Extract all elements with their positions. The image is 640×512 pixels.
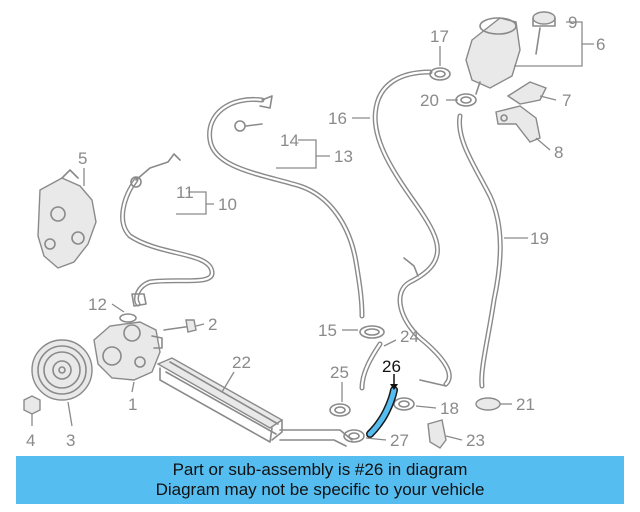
pressure-hose <box>120 153 215 307</box>
label-24: 24 <box>400 327 419 346</box>
pump-bracket <box>37 169 97 269</box>
clamp-20 <box>455 93 477 107</box>
label-16: 16 <box>328 109 347 128</box>
steering-pump <box>93 321 163 381</box>
clamp-17 <box>429 67 451 81</box>
oil-cooler <box>156 357 353 447</box>
label-6: 6 <box>596 35 605 54</box>
pressure-line <box>207 95 365 319</box>
pump-bolt <box>163 319 197 333</box>
label-22: 22 <box>232 353 251 372</box>
parts-diagram: 1 2 3 4 5 6 7 8 9 10 11 12 13 14 15 16 1… <box>23 11 605 450</box>
label-27: 27 <box>390 431 409 450</box>
clamp-18 <box>393 397 415 411</box>
supply-hose <box>456 113 503 389</box>
bracket-23 <box>427 419 447 449</box>
label-25: 25 <box>330 363 349 382</box>
banner-line-2: Diagram may not be specific to your vehi… <box>155 480 485 499</box>
bracket-8 <box>495 105 541 143</box>
label-12: 12 <box>88 295 107 314</box>
clamp-25 <box>329 403 351 417</box>
label-14: 14 <box>280 131 299 150</box>
label-10: 10 <box>218 195 237 214</box>
banner-line-1: Part or sub-assembly is #26 in diagram <box>172 460 468 479</box>
pulley-bolt <box>23 395 41 415</box>
leader-26-arrow <box>390 384 398 390</box>
label-9: 9 <box>568 13 577 32</box>
hose-24 <box>359 341 383 391</box>
leader-lines <box>31 21 594 441</box>
info-banner: Part or sub-assembly is #26 in diagram D… <box>16 456 624 504</box>
label-23: 23 <box>466 431 485 450</box>
pulley <box>31 339 93 401</box>
part-labels: 1 2 3 4 5 6 7 8 9 10 11 12 13 14 15 16 1… <box>26 13 605 450</box>
label-26-highlighted: 26 <box>382 357 401 376</box>
label-19: 19 <box>530 229 549 248</box>
label-8: 8 <box>554 143 563 162</box>
label-7: 7 <box>562 91 571 110</box>
clamp-15 <box>359 325 385 339</box>
label-5: 5 <box>78 149 87 168</box>
label-20: 20 <box>420 91 439 110</box>
label-15: 15 <box>318 321 337 340</box>
cap-21 <box>475 397 501 411</box>
label-4: 4 <box>26 431 35 450</box>
label-1: 1 <box>128 395 137 414</box>
clamp-27 <box>343 429 365 443</box>
label-18: 18 <box>440 399 459 418</box>
label-3: 3 <box>66 431 75 450</box>
label-11: 11 <box>176 183 194 202</box>
reservoir-cap <box>532 11 556 55</box>
label-13: 13 <box>334 147 353 166</box>
bracket-7 <box>506 81 547 105</box>
label-17: 17 <box>430 27 449 46</box>
return-hose <box>372 69 452 387</box>
hose-26-highlighted[interactable] <box>366 386 398 438</box>
reservoir <box>465 17 521 95</box>
label-21: 21 <box>516 395 535 414</box>
o-ring <box>119 313 137 323</box>
label-2: 2 <box>208 315 217 334</box>
